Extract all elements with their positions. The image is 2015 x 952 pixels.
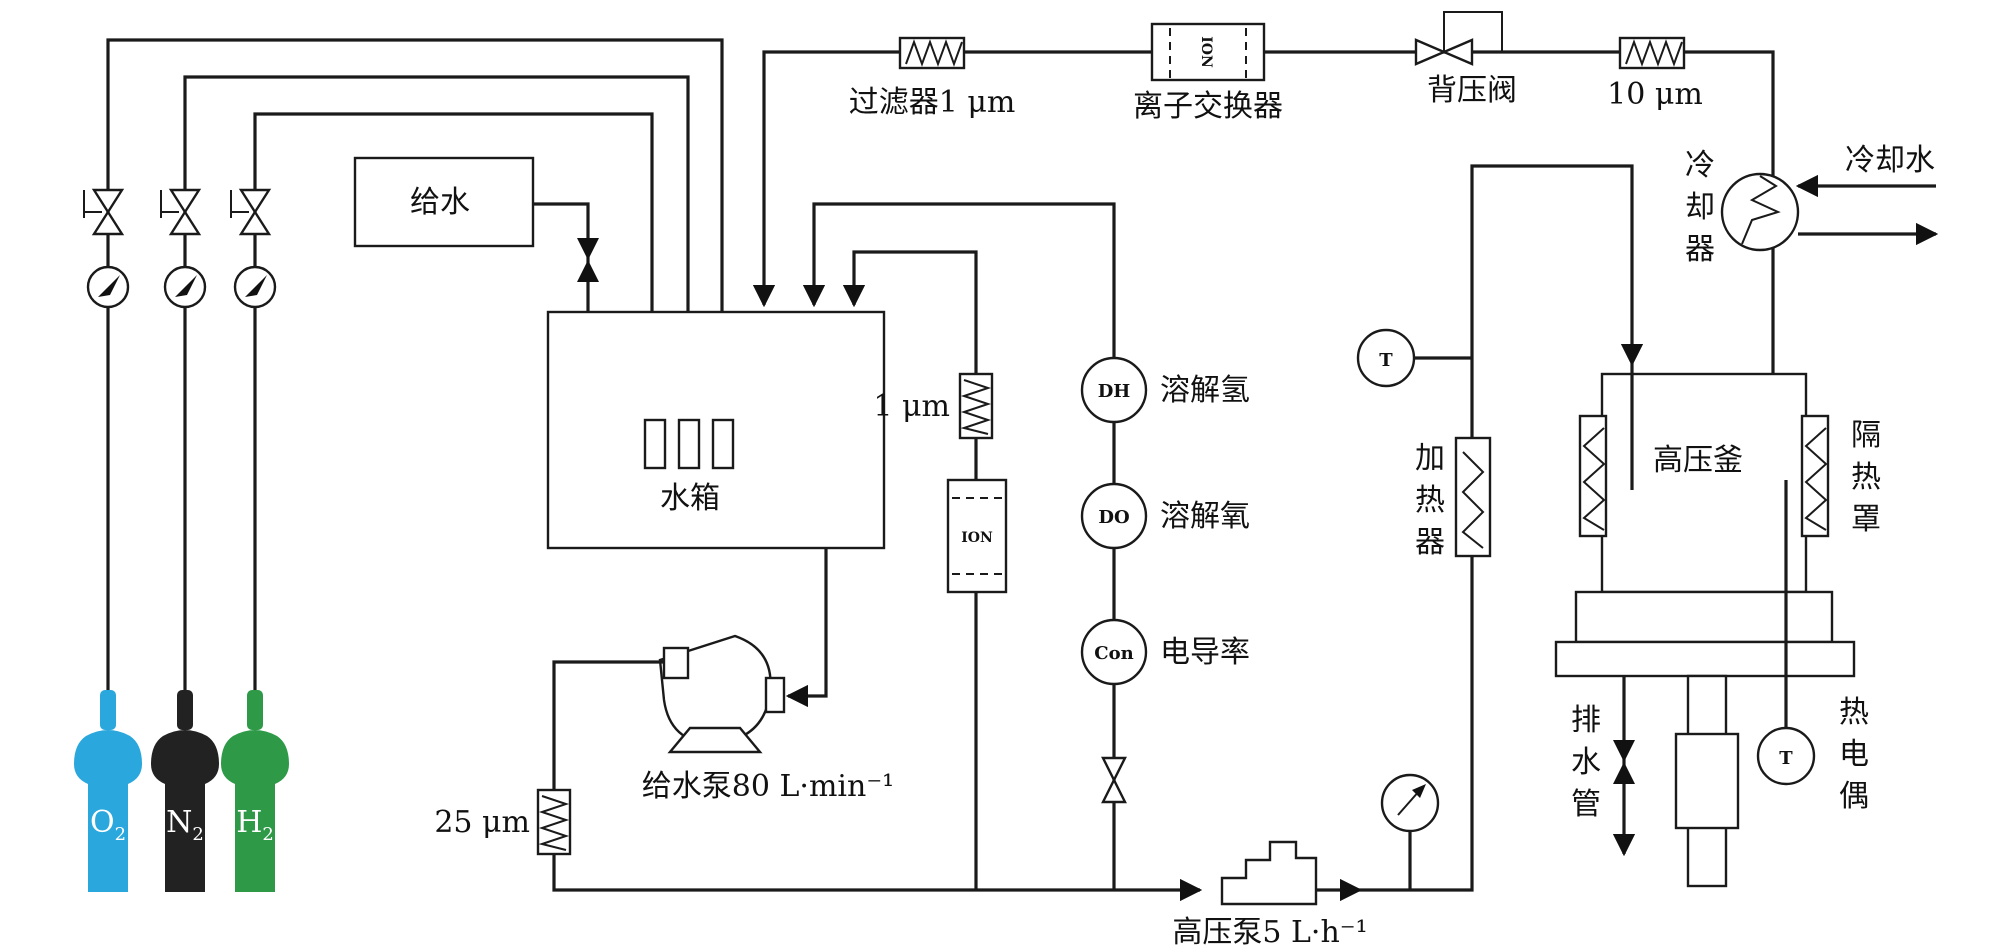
pump-discharge-line — [552, 660, 1203, 902]
hydrogen-sparger-icon — [643, 418, 667, 470]
thermocouple-label-3: 偶 — [1839, 779, 1869, 814]
filter-1um-icon — [958, 372, 994, 440]
hydrogen-valve-icon — [230, 188, 272, 236]
svg-text:N2: N2 — [166, 805, 204, 845]
nitrogen-cylinder: N2 — [151, 690, 219, 892]
drain-pipe-label-3: 管 — [1571, 787, 1601, 822]
water-tank: 水箱 — [546, 310, 886, 550]
filter-10um-icon — [1618, 36, 1686, 70]
cooler-icon — [1720, 172, 1800, 252]
nitrogen-sparger-icon — [677, 418, 701, 470]
filter-10um-label: 10 μm — [1607, 77, 1703, 112]
dissolved-oxygen-label: 溶解氧 — [1160, 499, 1250, 534]
hydrogen-line — [253, 112, 654, 690]
high-pressure-pump-label: 高压泵5 L·h⁻¹ — [1172, 915, 1367, 950]
cooler-label-1: 冷 — [1685, 148, 1715, 183]
cooler-label-3: 器 — [1685, 232, 1715, 267]
hp-supply-line — [1360, 164, 1644, 892]
gas-cylinders: O2 N2 H2 — [74, 690, 289, 892]
svg-text:O2: O2 — [90, 805, 126, 845]
hydrogen-flowmeter-icon — [233, 265, 277, 309]
drain-pipe-label-1: 排 — [1571, 703, 1601, 738]
dh-sensor: DH — [1080, 356, 1148, 424]
nitrogen-flowmeter-icon — [163, 265, 207, 309]
oxygen-sparger-icon — [711, 418, 735, 470]
svg-text:DO: DO — [1098, 507, 1129, 528]
heater-label-2: 热 — [1415, 483, 1445, 518]
nitrogen-line — [183, 75, 690, 690]
feed-water-line — [533, 202, 590, 312]
dissolved-hydrogen-label: 溶解氢 — [1160, 373, 1250, 408]
high-pressure-pump-icon — [1220, 840, 1318, 906]
tank-to-pump-line — [785, 548, 828, 708]
ion-exchanger-label: 离子交换器 — [1133, 89, 1283, 124]
autoclave: 高压釜 — [1554, 364, 1856, 888]
do-sensor: DO — [1080, 482, 1148, 550]
filter-25um-label: 25 μm — [434, 805, 530, 840]
svg-text:T: T — [1379, 350, 1393, 371]
nitrogen-valve-icon — [160, 188, 202, 236]
sensor-loop-valve-icon — [1101, 756, 1127, 804]
heater-icon — [1454, 436, 1492, 558]
feed-water-label: 给水 — [410, 185, 470, 220]
ion-exchanger-top-icon: ION — [1150, 22, 1266, 82]
svg-text:Con: Con — [1094, 643, 1133, 664]
temperature-sensor-top: T — [1356, 328, 1416, 388]
filter-1um-label: 1 μm — [873, 389, 950, 424]
gas-flowmeters — [86, 265, 277, 309]
feed-pump-label: 给水泵80 L·min⁻¹ — [642, 769, 894, 804]
oxygen-flowmeter-icon — [86, 265, 130, 309]
insulation-cover-label-2: 热 — [1851, 460, 1881, 495]
hydrogen-cylinder: H2 — [221, 690, 289, 892]
water-tank-label: 水箱 — [660, 481, 720, 516]
oxygen-line — [106, 38, 724, 690]
svg-text:H2: H2 — [236, 805, 274, 845]
drain-pipe-label-2: 水 — [1571, 745, 1601, 780]
cooler-label-2: 却 — [1685, 190, 1715, 225]
feed-check-valve-icon — [577, 238, 599, 282]
con-sensor: Con — [1080, 618, 1148, 686]
cooling-water-label: 冷却水 — [1845, 143, 1935, 178]
svg-text:T: T — [1779, 748, 1793, 769]
oxygen-cylinder: O2 — [74, 690, 142, 892]
filter-25um-icon — [536, 788, 572, 856]
feed-pump-icon — [658, 634, 786, 754]
insulation-cover-right-icon — [1800, 414, 1830, 538]
thermocouple-label-2: 电 — [1839, 737, 1869, 772]
pressure-gauge-icon — [1380, 773, 1440, 890]
svg-text:ION: ION — [1198, 36, 1214, 68]
svg-text:ION: ION — [961, 530, 993, 546]
insulation-cover-label-3: 罩 — [1851, 502, 1881, 537]
back-pressure-valve-label: 背压阀 — [1427, 73, 1517, 108]
ion-exchanger-side-icon: ION — [946, 478, 1008, 594]
gas-supply-lines — [106, 38, 724, 690]
insulation-cover-label-1: 隔 — [1851, 418, 1881, 453]
conductivity-label: 电导率 — [1160, 635, 1250, 670]
filter-1um-top-icon — [898, 36, 966, 70]
oxygen-valve-icon — [83, 188, 125, 236]
back-pressure-valve-icon — [1414, 11, 1503, 66]
gas-valves — [83, 188, 272, 236]
heater-label-1: 加 — [1415, 441, 1445, 476]
autoclave-label: 高压釜 — [1653, 443, 1743, 478]
feed-water-box: 给水 — [353, 156, 535, 248]
drain-valve-icon — [1613, 740, 1635, 784]
thermocouple-label-1: 热 — [1839, 695, 1869, 730]
temperature-sensor-bottom: T — [1756, 726, 1816, 786]
insulation-cover-left-icon — [1578, 414, 1608, 538]
svg-text:DH: DH — [1098, 381, 1131, 402]
heater-label-3: 器 — [1415, 525, 1445, 560]
filter-1um-top-label: 过滤器1 μm — [849, 85, 1016, 120]
